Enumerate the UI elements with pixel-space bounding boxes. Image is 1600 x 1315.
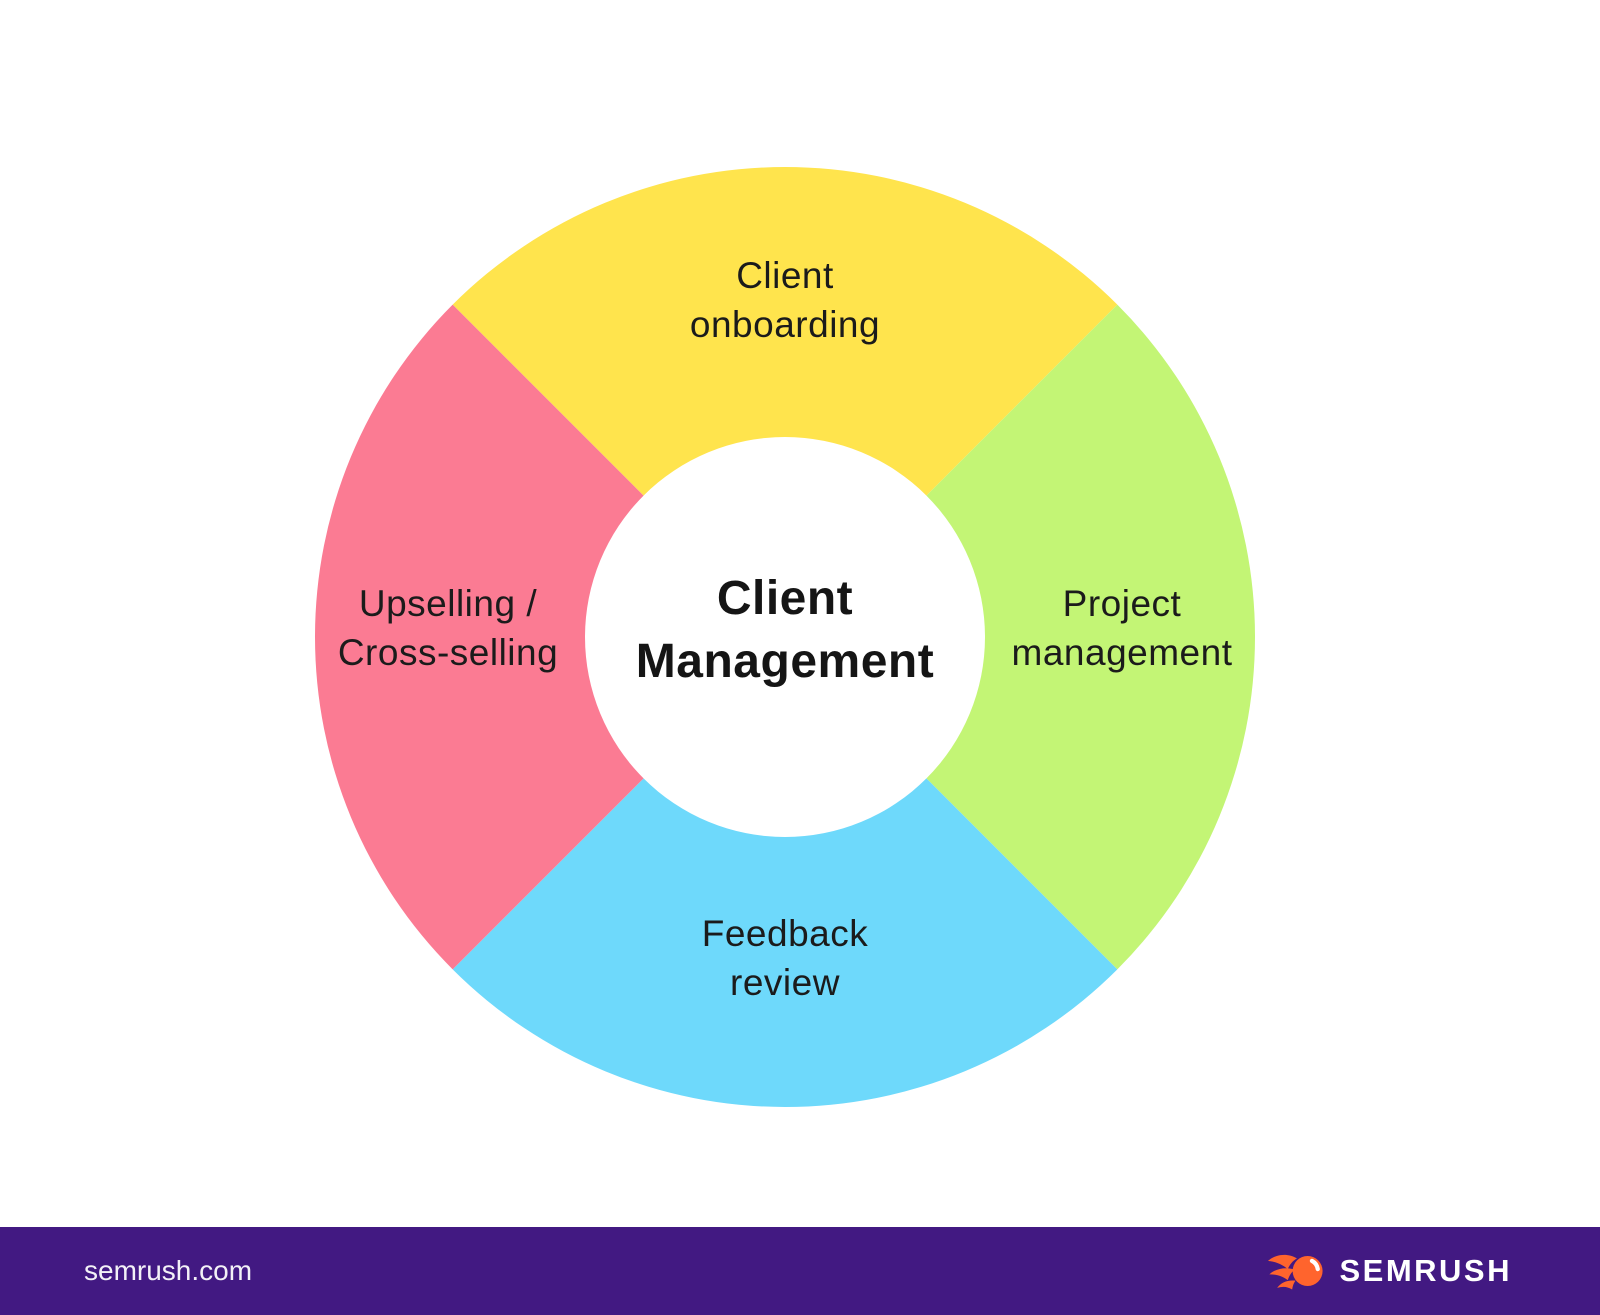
diagram-center-title: Client Management <box>635 572 935 688</box>
semrush-logo: SEMRUSH <box>1267 1249 1512 1293</box>
footer-bar: semrush.com SEMRUSH <box>0 1227 1600 1315</box>
segment-client-onboarding <box>452 167 1118 496</box>
footer-site-url: semrush.com <box>84 1255 253 1286</box>
semrush-flame-icon <box>1268 1254 1324 1290</box>
label-client-onboarding: Client onboarding <box>689 255 881 345</box>
label-feedback-review: Feedback review <box>701 913 869 1003</box>
segment-upselling-cross-selling <box>315 304 644 970</box>
label-upselling-cross-selling: Upselling / Cross-selling <box>337 583 559 673</box>
segment-feedback-review <box>452 778 1118 1107</box>
segment-project-management <box>926 304 1255 970</box>
semrush-wordmark: SEMRUSH <box>1339 1253 1512 1288</box>
label-project-management: Project management <box>1011 583 1233 673</box>
